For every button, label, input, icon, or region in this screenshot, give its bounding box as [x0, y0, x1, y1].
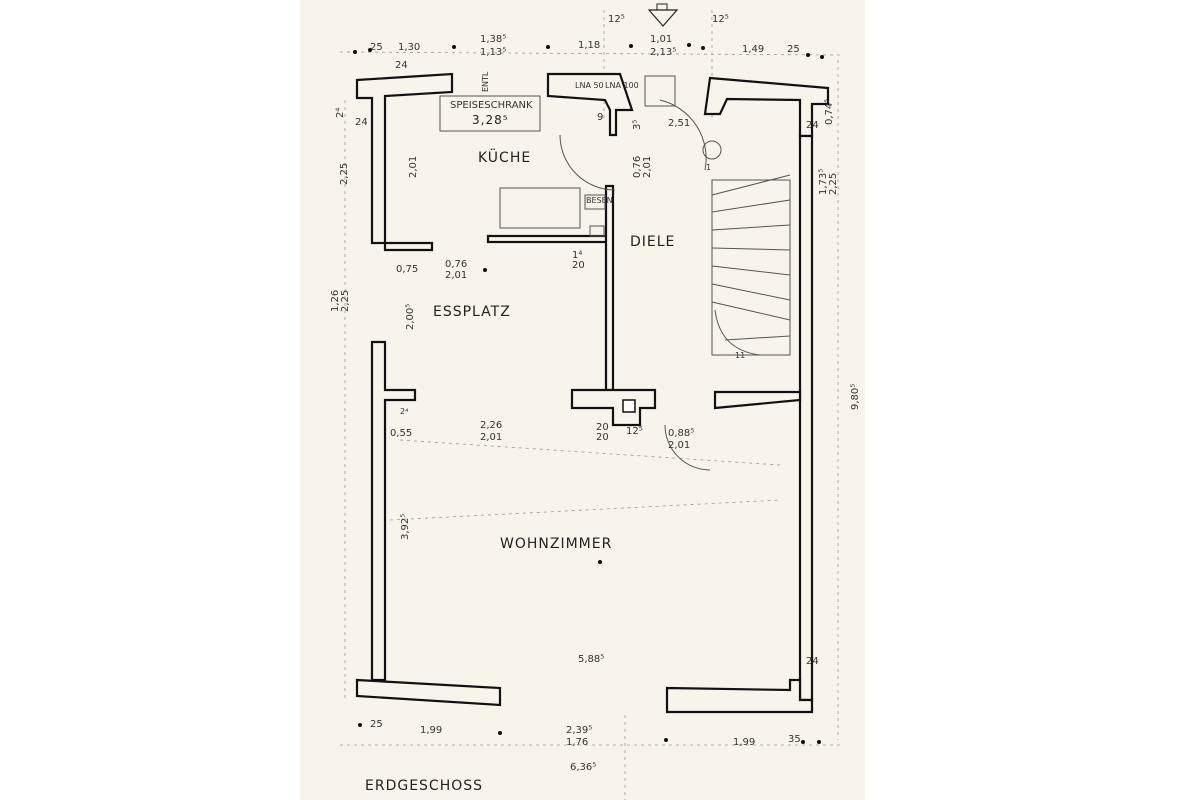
- label-entl: ENTL: [481, 71, 490, 92]
- dim-label: 1,30: [398, 42, 420, 53]
- door-swing: [559, 134, 616, 191]
- dim-label: 1,49: [742, 44, 764, 55]
- walls: [355, 72, 830, 714]
- dim-label: 0,88⁵: [668, 428, 694, 439]
- dim-label: 2⁴: [335, 108, 346, 118]
- dim-label: 1,99: [420, 725, 442, 736]
- dim-label: 2,01: [642, 156, 653, 178]
- dim-label: 2,25: [340, 290, 351, 312]
- wall-bottom-left: [355, 678, 502, 707]
- wall-right: [798, 134, 814, 702]
- room-label-diele: DIELE: [630, 234, 675, 250]
- dim-label: 2⁴: [400, 407, 408, 416]
- interior-dimensions: 24 24 2,01 2,01 0,76 2,01 0,75 0,76 1⁴ 2…: [355, 60, 819, 667]
- dim-label: 0,74⁵: [824, 99, 835, 125]
- wall-stair-bottom: [713, 390, 802, 410]
- kitchen-counter: [499, 187, 581, 229]
- speiseschrank-dimension: 3,28⁵: [472, 113, 509, 127]
- dim-label: 35: [788, 734, 801, 745]
- dim-label: 25: [370, 42, 383, 53]
- label-besen: BESEN: [586, 196, 613, 205]
- room-label-wohnzimmer: WOHNZIMMER: [500, 536, 612, 552]
- dim-label: 9: [597, 112, 603, 123]
- bottom-dimensions: 25 1,99 2,39⁵ 1,76 6,36⁵ 1,99 35: [370, 719, 801, 773]
- dim-label: 24: [395, 60, 408, 71]
- dim-label: 1,73⁵: [818, 169, 829, 195]
- dim-label: 2,13⁵: [650, 47, 676, 58]
- dim-label: 2,25: [828, 173, 839, 195]
- dim-label: 20: [596, 432, 609, 443]
- wall-kitchen-essplatz: [486, 234, 612, 244]
- dim-label: 24: [355, 117, 368, 128]
- dim-label: 1,99: [733, 737, 755, 748]
- dim-label: 2,39⁵: [566, 725, 592, 736]
- dim-label: 2,25: [339, 163, 350, 185]
- dim-label: 1: [706, 163, 711, 172]
- chimney: [622, 399, 636, 413]
- dim-label: 11: [735, 351, 745, 360]
- dim-label: 1,18: [578, 40, 600, 51]
- wall-top-left: [355, 72, 454, 252]
- room-label-essplatz: ESSPLATZ: [433, 304, 511, 320]
- staircase: [711, 174, 791, 356]
- wall-diele-bottom: [570, 388, 657, 427]
- dim-label: 2,01: [445, 270, 467, 281]
- wall-top-middle: [546, 72, 634, 137]
- dim-label: 2,01: [408, 156, 419, 178]
- dim-label: 25: [787, 44, 800, 55]
- dim-label: 1,38⁵: [480, 34, 506, 45]
- speiseschrank-outline: [439, 95, 541, 132]
- side-dimensions: 2,25 1,26 2,25 2⁴ 9,80⁵ 1,73⁵ 2,25 0,74⁵: [330, 99, 861, 410]
- dim-label: 0,75: [396, 264, 418, 275]
- dim-label: 2,00⁵: [405, 304, 416, 330]
- dim-label: 1,26: [330, 290, 341, 312]
- dim-label: 9,80⁵: [850, 384, 861, 410]
- plan-title: ERDGESCHOSS: [365, 778, 483, 794]
- dim-label: 1,13⁵: [480, 47, 506, 58]
- dim-label: 3⁵: [632, 120, 643, 130]
- dim-label: 2,51: [668, 118, 690, 129]
- dim-label: 20: [596, 422, 609, 433]
- wall-diele-left: [604, 184, 615, 392]
- dim-label: 12⁵: [712, 14, 729, 25]
- dim-label: 0,55: [390, 428, 412, 439]
- dim-label: 0,76: [632, 156, 643, 178]
- dim-label: 1,76: [566, 737, 588, 748]
- dim-label: 1,01: [650, 34, 672, 45]
- fixtures: [439, 75, 722, 471]
- dim-label: 1⁴: [572, 250, 582, 261]
- dim-label: 12⁵: [608, 14, 625, 25]
- dim-label: 3,92⁵: [400, 514, 411, 540]
- dim-label: 12⁵: [626, 426, 643, 437]
- dim-label: 24: [806, 120, 819, 131]
- dim-label: 25: [370, 719, 383, 730]
- dim-label: 2,01: [480, 432, 502, 443]
- dim-label: 2,01: [668, 440, 690, 451]
- entrance-arrow-icon: [647, 3, 679, 27]
- dimension-dots: [353, 43, 824, 744]
- dim-label: 6,36⁵: [570, 762, 596, 773]
- top-dimensions: 25 1,30 1,38⁵ 1,13⁵ 1,18 1,01 2,13⁵ 1,49…: [370, 14, 800, 58]
- room-label-speiseschrank: SPEISESCHRANK: [450, 100, 533, 111]
- room-label-kueche: KÜCHE: [478, 148, 531, 166]
- dim-label: 20: [572, 260, 585, 271]
- dim-label: 0,76: [445, 259, 467, 270]
- wall-bottom-right: [665, 678, 814, 714]
- dim-label: 2,26: [480, 420, 502, 431]
- wall-left-lower: [370, 340, 417, 682]
- dim-label: LNA 100: [605, 81, 639, 90]
- dim-label: 5,88⁵: [578, 654, 604, 665]
- dim-label: 24: [806, 656, 819, 667]
- dim-label: LNA 50: [575, 81, 604, 90]
